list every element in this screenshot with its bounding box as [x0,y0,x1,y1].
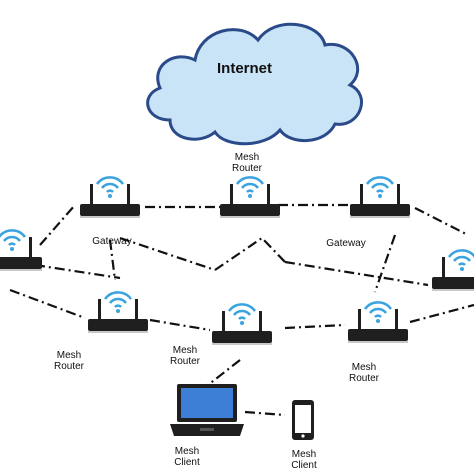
link-center-to-far-right [284,260,429,287]
link-mesh-center-to-mesh-right [284,323,346,330]
mesh-router-left-label: Mesh Router [53,350,84,372]
link-mesh-left-to-mesh-center [149,318,211,332]
smartphone-icon [292,400,314,440]
mesh-router-left-icon [86,291,150,335]
mesh-client-laptop-label: Mesh Client [174,446,200,468]
mesh-router-top-icon [218,176,282,220]
laptop-icon [170,384,244,436]
link-mesh-center-to-laptop [207,359,241,386]
link-far-left-to-mesh-left [34,263,121,280]
link-gateway-left-to-center-right [119,236,216,272]
mesh-router-center-label: Mesh Router [169,345,200,367]
internet-cloud-icon [146,22,363,146]
link-gateway-right-to-mesh-right [373,234,397,293]
far-right-router-icon [430,249,474,293]
link-gateway-left-to-mesh-left [108,239,117,281]
mesh-router-center-icon [210,303,274,347]
mesh-router-top-label: Mesh Router [231,152,262,174]
gateway-right-router-icon [348,176,412,220]
gateway-left-router-icon [78,176,142,220]
mesh-client-phone-label: Mesh Client [291,449,317,471]
mesh-links [9,203,474,417]
link-mesh-right-to-far-right-edge [409,303,474,324]
mesh-router-right-icon [346,301,410,345]
link-far-left-down [9,288,86,320]
link-center-zigzag [214,236,286,271]
gateway-right-label: Gateway [326,238,366,249]
mesh-router-right-label: Mesh Router [348,362,379,384]
internet-label: Internet [217,60,273,77]
link-laptop-to-phone [244,410,286,417]
gateway-left-label: Gateway [92,236,132,247]
far-left-router-icon [0,229,44,273]
link-gateway-right-to-far-right [414,207,469,236]
link-far-left-to-gateway-left [39,204,76,246]
